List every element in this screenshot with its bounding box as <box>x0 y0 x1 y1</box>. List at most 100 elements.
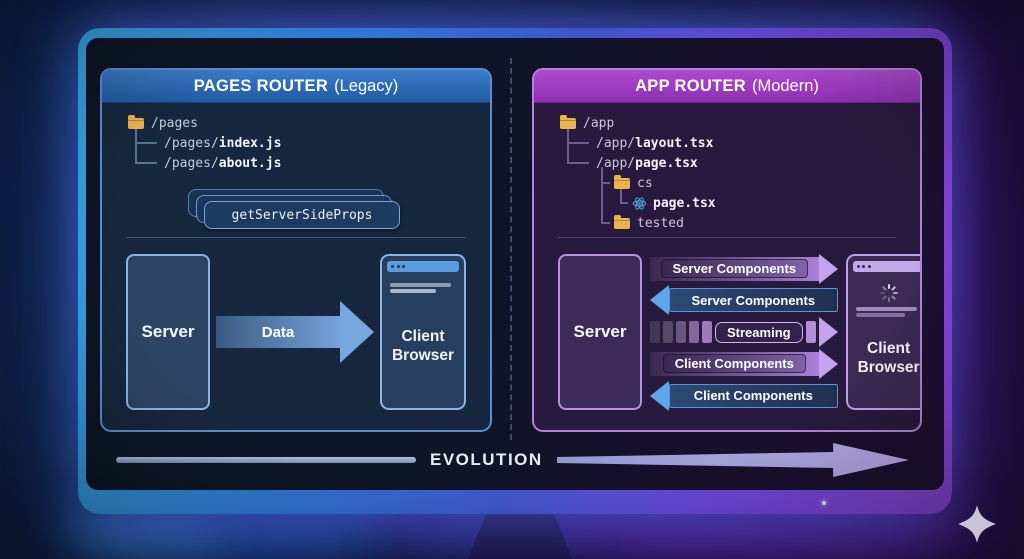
tree-row-tested-folder: tested <box>560 213 920 233</box>
client-browser-label: Client Browser <box>857 339 920 376</box>
client-browser-window: Client Browser <box>845 254 920 410</box>
evolution-arrow-right-icon <box>556 443 909 477</box>
app-router-panel: APP ROUTER (Modern) /app <box>532 68 922 432</box>
tree-line <box>135 142 157 144</box>
tree-path-prefix: /pages/ <box>164 135 219 151</box>
tree-label: cs <box>637 175 653 191</box>
tree-row-react-page-tsx: page.tsx <box>560 193 920 213</box>
tree-line <box>620 189 622 203</box>
tree-row-app-root: /app <box>560 113 920 133</box>
tree-path-prefix: /app/ <box>596 135 636 151</box>
browser-dots-icon <box>387 261 459 272</box>
arrow-head-left-icon <box>650 285 669 316</box>
tree-row-index-js: /pages/index.js <box>128 133 490 153</box>
stream-segment <box>702 321 712 343</box>
section-divider <box>126 237 466 238</box>
get-server-side-props-stack: getServerSideProps <box>188 189 404 231</box>
tree-row-cs-folder: cs <box>560 173 920 193</box>
app-router-title: APP ROUTER <box>635 76 746 95</box>
tree-file-name: page.tsx <box>653 195 716 211</box>
react-atom-icon <box>632 196 647 210</box>
arrow-head-right-icon <box>818 348 838 379</box>
arrow-label: Server Components <box>660 259 809 278</box>
arrow-label: Client Components <box>669 383 838 408</box>
tree-line <box>620 202 628 204</box>
stream-segment <box>650 321 660 343</box>
server-components-arrow-right: Server Components <box>650 253 838 284</box>
content-placeholder-line <box>390 289 437 293</box>
arrow-head-right-icon <box>818 317 838 347</box>
evolution-arrow: EVOLUTION <box>116 438 914 482</box>
client-components-arrow-left: Client Components <box>650 380 838 411</box>
data-arrow: Data <box>216 254 374 410</box>
tree-line <box>567 142 589 144</box>
arrow-label: Client Components <box>662 354 806 374</box>
pages-router-header: PAGES ROUTER (Legacy) <box>102 70 490 103</box>
pages-file-tree: /pages /pages/index.js /pages/about.js g… <box>102 103 490 237</box>
app-router-subtitle: (Modern) <box>751 76 819 95</box>
server-box: Server <box>558 254 642 410</box>
tree-line <box>135 162 157 164</box>
streaming-arrow: Streaming <box>650 317 838 347</box>
app-arrows-column: Server Components Server Components Stre… <box>650 253 838 411</box>
tree-path-prefix: /app/ <box>596 155 636 171</box>
tree-row-pages-root: /pages <box>128 113 490 133</box>
tree-file-name: index.js <box>218 135 282 151</box>
monitor-screen: PAGES ROUTER (Legacy) /pages /pages/inde… <box>86 38 944 490</box>
content-placeholder-line <box>390 282 452 287</box>
stacked-card-front: getServerSideProps <box>204 201 400 229</box>
tree-label: /pages <box>151 115 198 131</box>
arrow-head-right-icon <box>818 253 838 284</box>
evolution-line-left <box>116 457 416 463</box>
loading-spinner-icon <box>879 284 898 302</box>
tree-line <box>135 129 137 163</box>
pages-router-panel: PAGES ROUTER (Legacy) /pages /pages/inde… <box>100 68 492 432</box>
tree-line <box>601 167 603 223</box>
evolution-label: EVOLUTION <box>430 450 543 469</box>
arrow-head-right-icon <box>340 301 374 363</box>
folder-icon <box>614 214 630 229</box>
tree-file-name: about.js <box>218 155 282 171</box>
content-placeholder-line <box>855 306 917 311</box>
monitor-bezel: PAGES ROUTER (Legacy) /pages /pages/inde… <box>78 28 952 514</box>
stream-segment <box>805 321 816 343</box>
tree-line <box>601 182 610 184</box>
app-flow-diagram: Server Server Components Server Componen… <box>534 238 920 430</box>
tree-row-layout-tsx: /app/layout.tsx <box>560 133 920 153</box>
tree-line <box>567 162 589 164</box>
folder-icon <box>560 114 576 129</box>
tree-line <box>567 129 569 163</box>
tree-path-prefix: /pages/ <box>164 155 219 171</box>
power-led-icon <box>822 501 826 505</box>
server-components-arrow-left: Server Components <box>650 285 838 316</box>
tree-label: tested <box>637 215 684 231</box>
stream-segment <box>663 321 673 343</box>
arrow-head-left-icon <box>650 380 669 411</box>
app-router-header: APP ROUTER (Modern) <box>534 70 920 103</box>
tree-row-page-tsx: /app/page.tsx <box>560 153 920 173</box>
client-components-arrow-right: Client Components <box>650 348 838 379</box>
folder-icon <box>128 114 144 129</box>
data-arrow-body: Data <box>216 316 340 348</box>
panel-divider-dashed-line <box>510 58 512 440</box>
server-box: Server <box>126 254 210 410</box>
pages-router-subtitle: (Legacy) <box>334 76 399 95</box>
content-placeholder-line <box>855 313 905 317</box>
stream-segment <box>676 321 686 343</box>
pages-router-title: PAGES ROUTER <box>193 76 329 95</box>
monitor-stand <box>468 512 572 559</box>
streaming-label: Streaming <box>715 321 803 343</box>
tree-label: /app <box>583 115 615 131</box>
section-divider <box>558 237 896 238</box>
sparkle-icon <box>958 505 996 543</box>
client-browser-window: Client Browser <box>380 254 466 410</box>
tree-file-name: page.tsx <box>635 155 698 171</box>
tree-row-about-js: /pages/about.js <box>128 153 490 173</box>
desk-glow-cyan <box>70 515 220 549</box>
folder-icon <box>614 174 630 189</box>
browser-dots-icon <box>852 261 920 272</box>
tree-file-name: layout.tsx <box>635 135 714 151</box>
tree-line <box>601 222 610 224</box>
pages-flow-diagram: Server Data Client Browser <box>102 238 490 430</box>
stream-segment <box>689 321 699 343</box>
